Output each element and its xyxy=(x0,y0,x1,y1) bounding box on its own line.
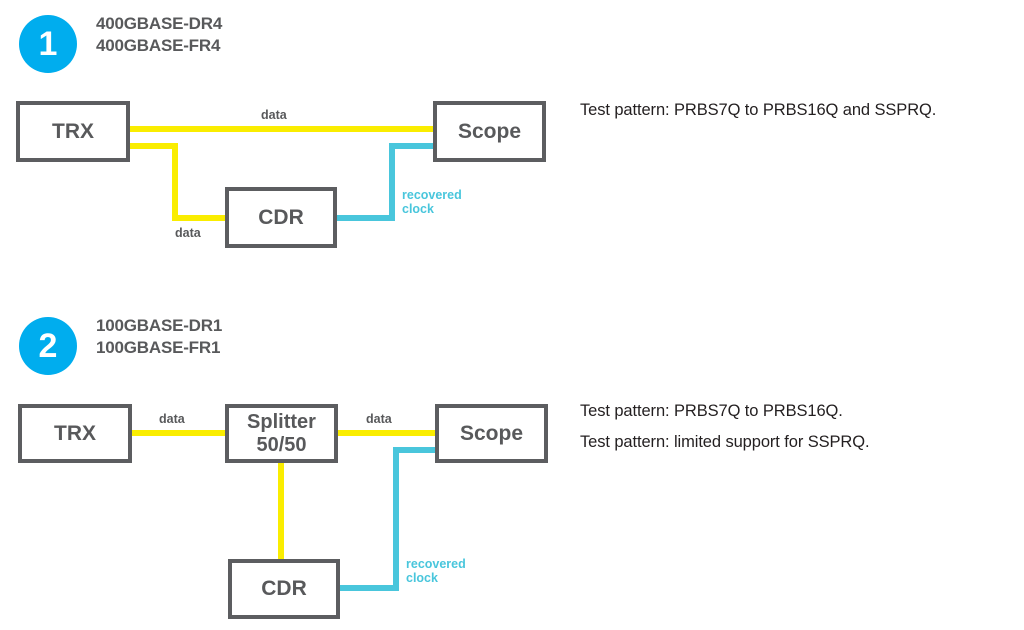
wire-trx-to-scope-data xyxy=(126,126,438,132)
section-1-label-recovered-clock: recovered clock xyxy=(402,188,462,216)
section-2-badge: 2 xyxy=(19,317,77,375)
section-2-title-line-1: 100GBASE-DR1 xyxy=(96,316,223,335)
wire-trx-to-splitter-data xyxy=(128,430,228,436)
section-2-block-cdr: CDR xyxy=(228,559,340,619)
section-1-title-line-1: 400GBASE-DR4 xyxy=(96,14,223,33)
section-1-label-data-top: data xyxy=(261,108,287,122)
wire-into-cdr-segment xyxy=(172,215,232,221)
wire-cdr-out-clock-segment xyxy=(331,215,395,221)
wire-clock-up-segment xyxy=(389,143,395,221)
section-2-label-recovered-clock: recovered clock xyxy=(406,557,466,585)
wire-trx-out-segment xyxy=(126,143,178,149)
section-1-label-data-bottom: data xyxy=(175,226,201,240)
splitter-label-line-2: 50/50 xyxy=(256,433,307,456)
section-1-block-scope: Scope xyxy=(433,101,546,162)
section-2-label-data-right: data xyxy=(366,412,392,426)
section-1-block-cdr: CDR xyxy=(225,187,337,248)
wire-cdr-out-clock-segment-2 xyxy=(332,585,399,591)
section-2-block-trx: TRX xyxy=(18,404,132,463)
wire-clock-into-scope-segment-2 xyxy=(393,447,441,453)
section-2-title: 100GBASE-DR1 100GBASE-FR1 xyxy=(96,315,222,360)
wire-trx-down-segment xyxy=(172,143,178,221)
section-2-note-1: Test pattern: PRBS7Q to PRBS16Q. xyxy=(580,402,843,420)
wire-clock-into-scope-segment xyxy=(389,143,439,149)
section-2-label-data-left: data xyxy=(159,412,185,426)
wire-splitter-to-scope-data xyxy=(334,430,438,436)
section-2-block-splitter: Splitter 50/50 xyxy=(225,404,338,463)
section-1-badge: 1 xyxy=(19,15,77,73)
section-1-title: 400GBASE-DR4 400GBASE-FR4 xyxy=(96,13,222,58)
section-1-title-line-2: 400GBASE-FR4 xyxy=(96,36,221,56)
section-1-block-trx: TRX xyxy=(16,101,130,162)
section-1-note-1: Test pattern: PRBS7Q to PRBS16Q and SSPR… xyxy=(580,101,937,119)
section-2-note-2: Test pattern: limited support for SSPRQ. xyxy=(580,433,870,451)
splitter-label-line-1: Splitter xyxy=(247,411,316,434)
wire-splitter-to-cdr-data xyxy=(278,460,284,565)
section-2-block-scope: Scope xyxy=(435,404,548,463)
section-2-title-line-2: 100GBASE-FR1 xyxy=(96,338,221,358)
wire-clock-up-segment-2 xyxy=(393,447,399,591)
